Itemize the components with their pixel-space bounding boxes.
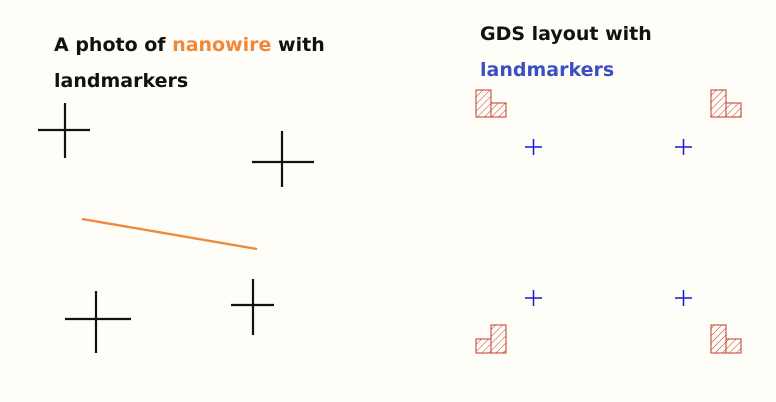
gds-cross-bottom-left: [525, 290, 542, 306]
gds-landmarkers-label: landmarkers: [480, 59, 615, 81]
photo-marker-bottom-left: [65, 291, 131, 353]
gds-cross-top-left: [525, 139, 542, 155]
gds-caption: GDS layout with landmarkers: [480, 16, 740, 88]
gds-l-marker-top-right: [710, 89, 742, 118]
nanowire-label: nanowire: [172, 34, 272, 56]
photo-caption: A photo of nanowire with landmarkers: [54, 27, 354, 99]
gds-caption-line1: GDS layout with: [480, 23, 652, 45]
gds-cross-bottom-right: [675, 290, 692, 306]
nanowire: [81, 217, 258, 251]
photo-caption-line2: landmarkers: [54, 70, 189, 92]
gds-l-marker-bottom-right: [710, 324, 742, 354]
photo-caption-suffix: with: [271, 34, 325, 56]
photo-caption-prefix: A photo of: [54, 34, 173, 56]
photo-marker-bottom-right: [231, 279, 274, 335]
gds-l-marker-top-left: [475, 89, 507, 118]
gds-cross-top-right: [675, 139, 692, 155]
photo-marker-top-left: [38, 103, 90, 158]
photo-marker-top-right: [252, 131, 314, 187]
gds-l-marker-bottom-left: [475, 324, 507, 354]
